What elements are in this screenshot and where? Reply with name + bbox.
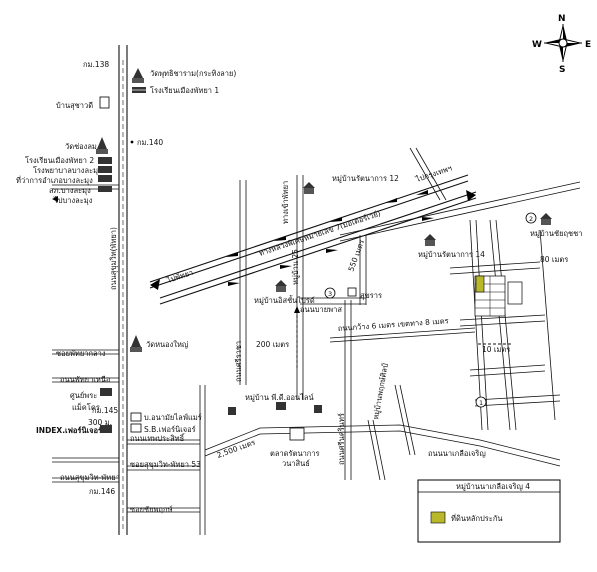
village-r14-icon xyxy=(424,234,436,246)
legend-title: หมู่บ้านนาเกลือเจริญ 4 xyxy=(456,482,530,491)
village-icon-icon xyxy=(275,280,287,292)
m80-label: 80 เมตร xyxy=(540,255,568,264)
to-bangkok-label: ไปกรุงเทพฯ xyxy=(414,163,453,184)
seven-eleven-icon-2 xyxy=(314,405,322,413)
village-r14-label: หมู่บ้านรัตนาการ 14 xyxy=(418,250,485,259)
hospital-label: โรงพยาบาลบางละมุง xyxy=(33,166,102,175)
school2-label: โรงเรียนเมืองพัทยา 2 xyxy=(25,156,94,165)
kit-home-icon xyxy=(130,412,142,422)
compass-w: W xyxy=(532,40,542,50)
wat-chong-lom-icon xyxy=(96,137,108,154)
village-r12-label: หมู่บ้านรัตนาการ 12 xyxy=(332,174,399,183)
village-sport-label: หมู่บ้านพฤกษ์ศิลป์ xyxy=(371,362,390,420)
sb-furniture-icon xyxy=(130,423,142,433)
road-sukhumvit-b-label: ถนนนาเกลือเจริญ xyxy=(428,449,486,458)
m550-label: 550 เมตร xyxy=(346,238,366,272)
district-office-label: ที่ว่าการอำเภอบางละมุง xyxy=(16,175,93,185)
village-chaiya-label: หมู่บ้านชัยฤชชา xyxy=(530,229,582,238)
village-r12-icon xyxy=(303,182,315,194)
soi-sukhumvit-label: ซอยสุขุมวิท-พัทยา 53 xyxy=(130,460,201,469)
shopping-icon xyxy=(100,388,112,396)
road-pattaya-label: ทางเข้าพัทยา xyxy=(281,181,290,224)
compass-s: S xyxy=(559,65,565,75)
thepprasit-label: ถนนเทพประสิทธิ์ xyxy=(130,433,186,443)
police-icon xyxy=(98,186,112,192)
wat-phuttha-icon xyxy=(132,68,144,83)
market2-label: วนาสินธ์ xyxy=(282,459,310,468)
compass-e: E xyxy=(585,40,591,50)
legend-swatch xyxy=(430,511,446,524)
to-banglamung-label: ไปบางละมุง xyxy=(53,196,93,205)
market-icon xyxy=(289,427,305,441)
wat-nongyai-icon xyxy=(130,335,142,352)
shopping-label: ศูนย์พระ xyxy=(70,391,97,400)
compass-n: N xyxy=(558,14,566,24)
m2500-label: 2,500 เมตร xyxy=(216,438,257,460)
kitsuk-icon xyxy=(347,287,357,297)
hospital-icon xyxy=(98,166,112,173)
ban-suchawadi-box xyxy=(99,96,110,109)
motorway xyxy=(149,174,477,305)
sukhumvit-road-label: ถนนสุขุมวิท(พัทยา) xyxy=(109,227,118,290)
left-side-roads xyxy=(52,184,206,535)
compass-rose: N S E W xyxy=(532,14,591,75)
to-pattaya-label: ไปพัทยา xyxy=(165,268,194,285)
collateral-land-marker xyxy=(475,275,485,293)
index-icon xyxy=(100,425,112,433)
num-marker-1: 1 xyxy=(479,399,483,407)
village-kd-icon xyxy=(276,402,286,410)
road-6m-label: ถนนกว้าง 6 เมตร เขตทาง 8 เมตร xyxy=(338,316,449,333)
index-label: INDEX.เฟอร์นิเจอร์ xyxy=(36,426,103,435)
km138-label: กม.138 xyxy=(83,60,109,69)
kitsuk-label: สุขราร xyxy=(360,291,382,300)
m10-label: 10 เมตร xyxy=(482,345,510,354)
kit-home-label: บ.อนามัยไลฟ์แมร์ xyxy=(144,413,202,422)
sukhumvit-road xyxy=(118,45,128,535)
school1-label: โรงเรียนเมืองพัทยา 1 xyxy=(150,86,219,95)
naklua-label: ถนนพัทยาเหนือ xyxy=(60,375,110,384)
num-marker-3-top: 3 xyxy=(328,290,332,298)
makro-label: แม็คโคร xyxy=(72,402,100,412)
district-office-icon xyxy=(98,175,112,182)
km140-label: กม.140 xyxy=(137,138,163,147)
ban-suchawadi-label: บ้านสุชาวดี xyxy=(56,101,93,110)
tanbudsa-label: ถนนศรีราชา xyxy=(234,341,243,382)
village-chaiya-icon xyxy=(540,213,552,225)
m200-label: 200 เมตร xyxy=(256,340,289,349)
police-label: สภ.บางละมุง xyxy=(49,186,91,195)
km145-label: กม.145 xyxy=(92,406,118,415)
village-icon-label: หมู่บ้านอิสชั้นไปรด์ xyxy=(254,295,315,305)
wat-phuttha-label: วัดพุทธิชาราม(กระทิงลาย) xyxy=(150,69,236,78)
road-bb-label: ถนนบายพาส xyxy=(300,305,342,314)
school2-icon xyxy=(98,157,112,164)
m300-label: 300 ม. xyxy=(88,418,112,427)
km146-label: กม.146 xyxy=(89,487,115,496)
seven-eleven-icon-1 xyxy=(228,407,236,415)
school1-icon xyxy=(132,87,146,93)
legend-box xyxy=(417,479,561,543)
village-kd-label: หมู่บ้าน พี.ดี.ออนไลน์ xyxy=(245,393,314,402)
market-label: ตลาดรัตนาการ xyxy=(270,449,320,458)
soi-chaiyaphruek-label: ซอยชัยพฤกษ์ xyxy=(130,505,173,514)
eastern-roads xyxy=(300,147,581,431)
wat-nongyai-label: วัดหนองใหญ่ xyxy=(146,340,188,349)
sukhumvit-side-label: ถนนศรีนครินทร์ xyxy=(337,413,346,465)
num-markers xyxy=(324,212,537,408)
soi-central-label: ซอยพัทยากลาง xyxy=(56,349,106,358)
wat-chong-lom-label: วัดช่องลม xyxy=(65,142,97,151)
lower-road xyxy=(204,424,561,467)
village-25-label: หมู่บ้าน 25 xyxy=(291,249,300,285)
sb-furniture-label: S.B.เฟอร์นิเจอร์ xyxy=(144,425,196,434)
num-marker-2: 2 xyxy=(529,215,533,223)
legend-item-label: ที่ดินหลักประกัน xyxy=(451,513,503,523)
sukhumvit-label: ถนนสุขุมวิท-พัทยา xyxy=(60,473,120,482)
